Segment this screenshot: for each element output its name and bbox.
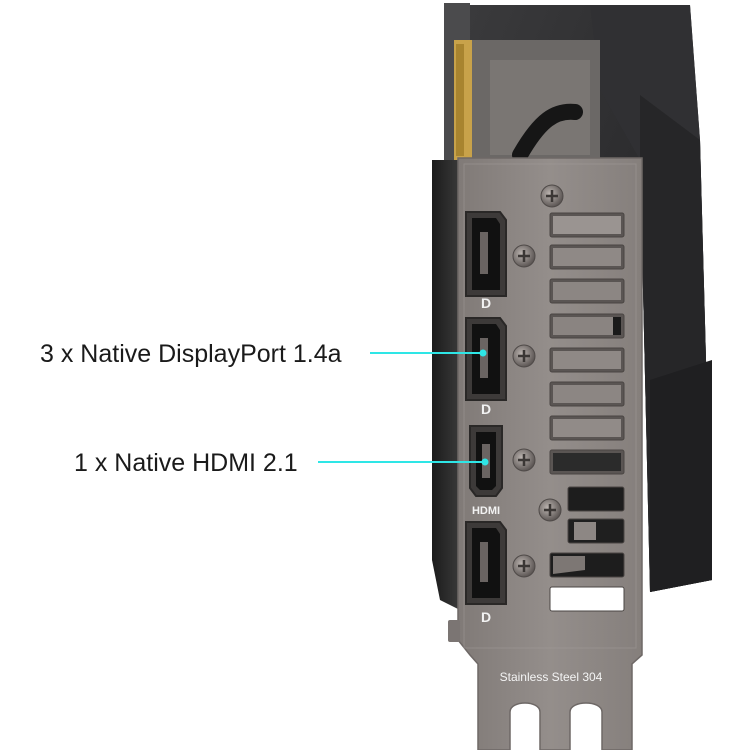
- displayport-port-1: [465, 211, 507, 297]
- vent-slots: [549, 212, 625, 612]
- hdmi-callout-label: 1 x Native HDMI 2.1: [74, 449, 298, 477]
- dp-label-3: D: [481, 609, 491, 625]
- hdmi-label: HDMI: [472, 505, 500, 517]
- card-shroud: [432, 3, 712, 610]
- dp-label-2: D: [481, 401, 491, 417]
- displayport-callout-label: 3 x Native DisplayPort 1.4a: [40, 340, 342, 368]
- dp-label-1: D: [481, 295, 491, 311]
- bracket-screws: [512, 184, 564, 578]
- bracket-engraving: Stainless Steel 304: [500, 670, 603, 684]
- displayport-port-3: [465, 521, 507, 605]
- callout-line-displayport: [370, 349, 487, 357]
- displayport-port-2: [465, 317, 507, 401]
- callout-line-hdmi: [318, 458, 489, 466]
